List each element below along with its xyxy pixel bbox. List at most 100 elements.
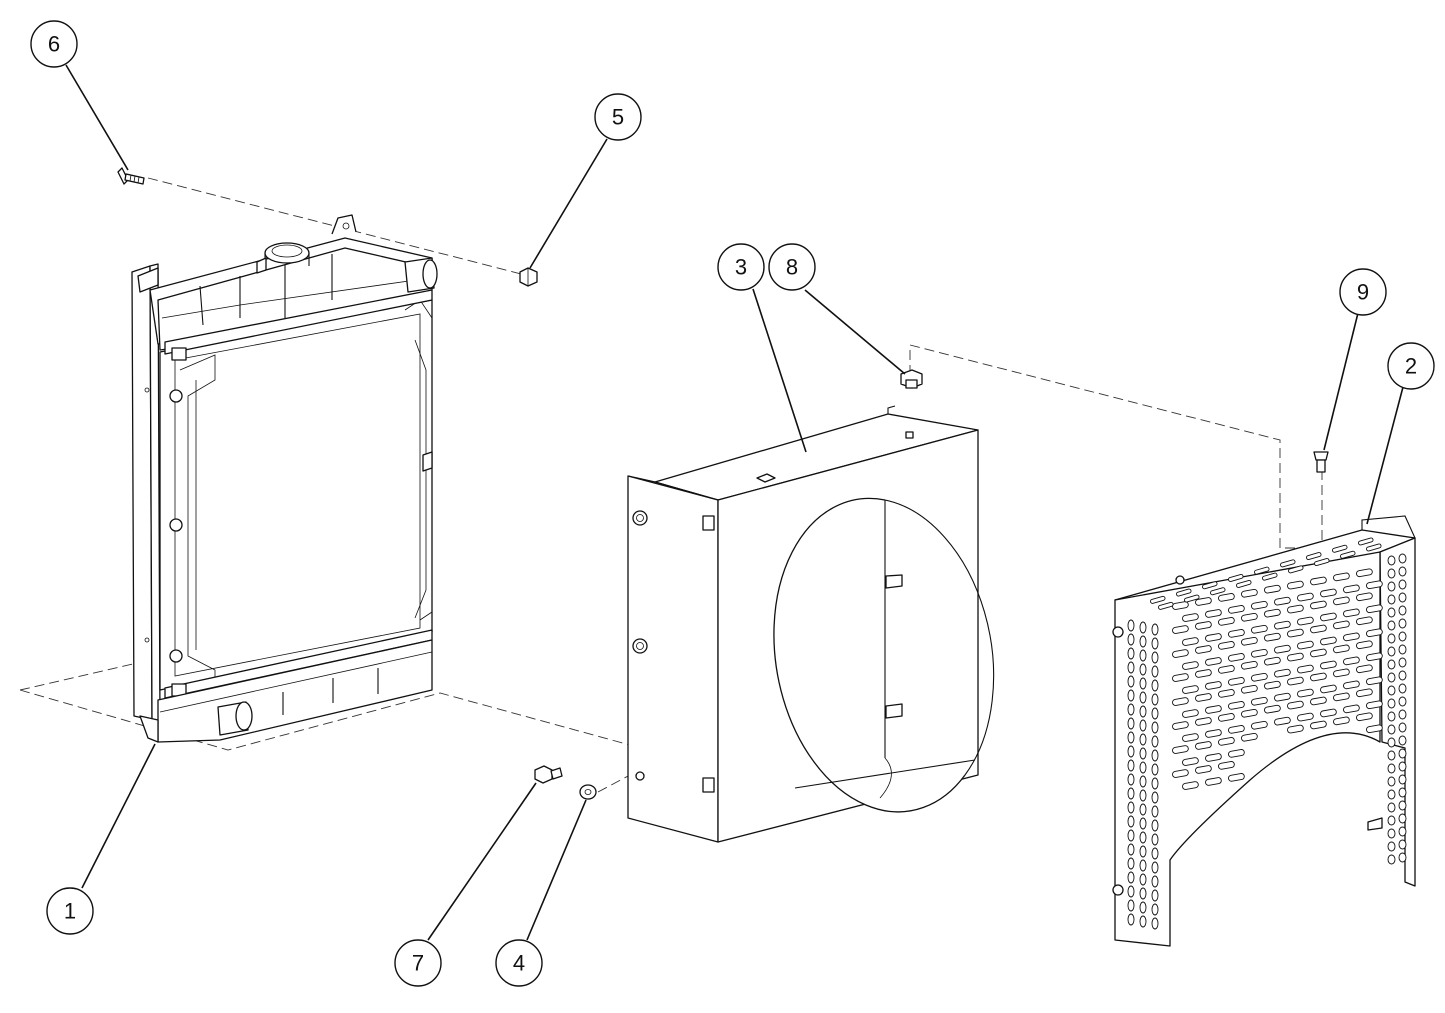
guard-slot xyxy=(1205,705,1222,714)
guard-slot xyxy=(1127,899,1135,912)
guard-slot xyxy=(1151,651,1159,664)
guard-slot xyxy=(1241,660,1258,670)
guard-slot xyxy=(1310,720,1327,730)
guard-slot xyxy=(1320,708,1337,718)
guard-slot xyxy=(1205,633,1222,642)
guard-slot xyxy=(1195,717,1212,726)
guard-slot xyxy=(1387,646,1396,657)
guard-slot xyxy=(1228,629,1245,638)
guard-slot xyxy=(1297,712,1314,722)
guard-slot xyxy=(1127,619,1135,632)
guard-slot xyxy=(1205,657,1222,666)
guard-slot xyxy=(1366,724,1383,734)
guard-slot xyxy=(1151,903,1159,916)
guard-slot xyxy=(1127,689,1135,702)
guard-slot xyxy=(1398,592,1407,603)
guard-slot xyxy=(1274,596,1291,606)
fan-shroud-part-3 xyxy=(627,405,995,843)
guard-slot xyxy=(1139,719,1147,732)
guard-slot xyxy=(1139,817,1147,830)
guard-slot xyxy=(1333,644,1350,654)
guard-slot xyxy=(1356,688,1373,698)
guard-slot xyxy=(1387,854,1396,865)
guard-slot xyxy=(1139,901,1147,914)
guard-slot xyxy=(1288,565,1304,574)
guard-slot xyxy=(1398,709,1407,720)
guard-slot xyxy=(1151,735,1159,748)
guard-slot xyxy=(1398,813,1407,824)
guard-slot xyxy=(1356,640,1373,650)
guard-slot xyxy=(1251,624,1268,634)
guard-slot xyxy=(1139,775,1147,788)
guard-slot xyxy=(1356,616,1373,626)
guard-slot xyxy=(1387,672,1396,683)
guard-slot xyxy=(1387,594,1396,605)
guard-slot xyxy=(1218,737,1235,746)
guard-slot xyxy=(1218,665,1235,674)
guard-slot xyxy=(1366,676,1383,686)
guard-slot xyxy=(1127,647,1135,660)
guard-slot xyxy=(1398,631,1407,642)
screw-part-9 xyxy=(1313,451,1329,473)
callout-label-2: 2 xyxy=(1405,354,1417,379)
callout-balloon-5: 5 xyxy=(594,93,642,141)
guard-slot xyxy=(1139,733,1147,746)
guard-slot xyxy=(1398,618,1407,629)
guard-slot xyxy=(1366,543,1382,552)
guard-slot-pattern xyxy=(1127,537,1407,930)
guard-slot xyxy=(1139,845,1147,858)
guard-slot xyxy=(1310,672,1327,682)
guard-slot xyxy=(1356,664,1373,674)
callout-balloon-4: 4 xyxy=(495,939,543,987)
guard-slot xyxy=(1139,873,1147,886)
guard-slot xyxy=(1228,605,1245,614)
guard-slot xyxy=(1264,608,1281,618)
guard-slot xyxy=(1151,763,1159,776)
guard-slot xyxy=(1127,787,1135,800)
guard-slot xyxy=(1151,889,1159,902)
guard-slot xyxy=(1151,833,1159,846)
guard-slot xyxy=(1387,737,1396,748)
guard-slot xyxy=(1218,713,1235,722)
guard-slot xyxy=(1241,732,1258,742)
guard-slot xyxy=(1398,722,1407,733)
guard-slot xyxy=(1182,781,1199,790)
callout-balloon-7: 7 xyxy=(394,939,442,987)
guard-slot xyxy=(1182,709,1199,718)
guard-slot xyxy=(1320,612,1337,622)
guard-slot xyxy=(1387,581,1396,592)
guard-slot xyxy=(1139,649,1147,662)
guard-slot xyxy=(1218,593,1235,602)
guard-slot xyxy=(1297,640,1314,650)
guard-slot xyxy=(1139,831,1147,844)
guard-slot xyxy=(1387,620,1396,631)
guard-slot xyxy=(1398,644,1407,655)
guard-slot xyxy=(1356,712,1373,722)
guard-slot xyxy=(1127,815,1135,828)
guard-slot xyxy=(1127,913,1135,926)
guard-slot xyxy=(1151,777,1159,790)
guard-slot xyxy=(1228,573,1244,582)
guard-slot xyxy=(1182,757,1199,766)
guard-slot xyxy=(1139,705,1147,718)
guard-slot xyxy=(1202,581,1218,590)
guard-slot xyxy=(1320,588,1337,598)
guard-slot xyxy=(1195,765,1212,774)
guard-slot xyxy=(1151,917,1159,930)
guard-slot xyxy=(1205,753,1222,762)
guard-slot xyxy=(1366,580,1383,590)
guard-slot xyxy=(1387,828,1396,839)
guard-slot xyxy=(1333,572,1350,582)
guard-slot xyxy=(1387,815,1396,826)
guard-slot xyxy=(1387,685,1396,696)
guard-slot xyxy=(1333,596,1350,606)
guard-slot xyxy=(1151,707,1159,720)
guard-slot xyxy=(1297,664,1314,674)
guard-slot xyxy=(1262,572,1278,581)
callout-label-1: 1 xyxy=(64,899,76,924)
guard-slot xyxy=(1195,741,1212,750)
guard-slot xyxy=(1151,623,1159,636)
washer-part-4 xyxy=(579,784,597,800)
guard-slot xyxy=(1172,769,1189,778)
